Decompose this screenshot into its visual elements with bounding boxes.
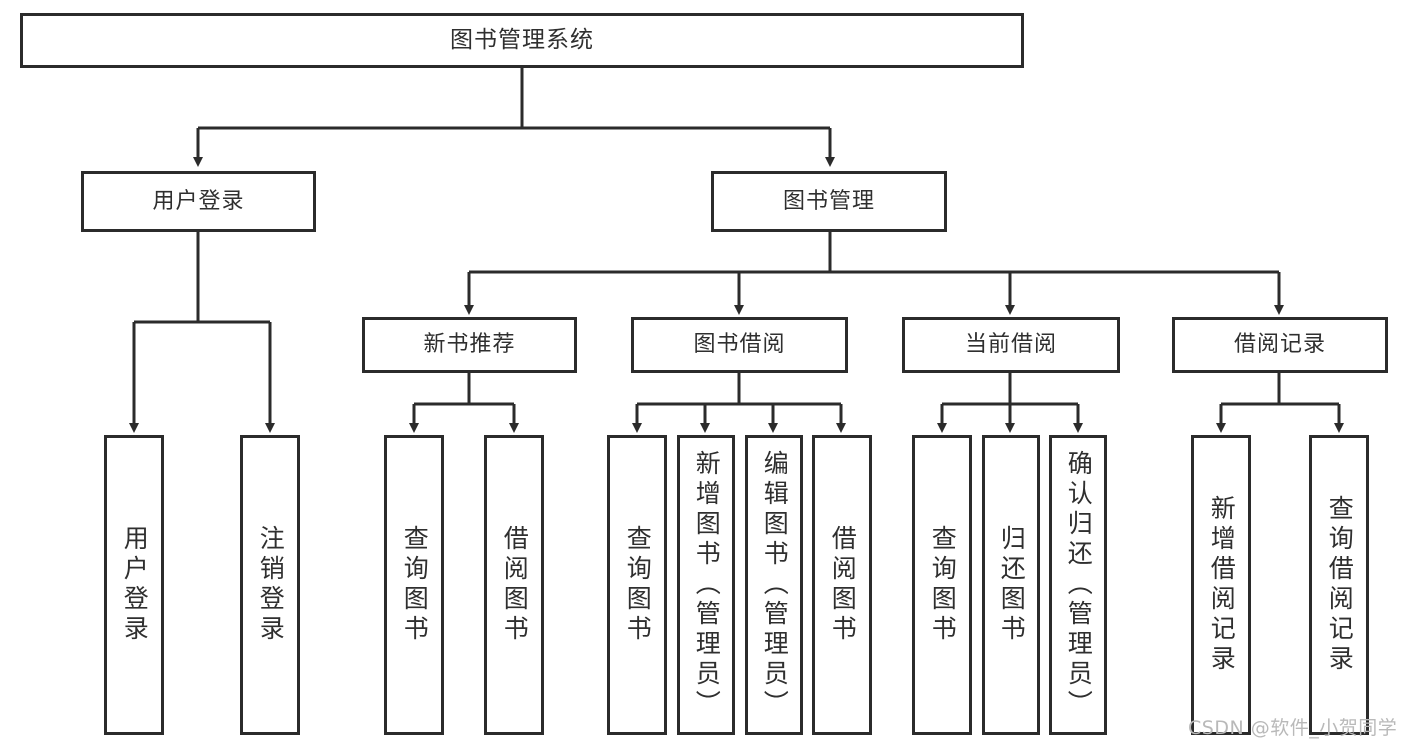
leaf-label: 新增借阅记录 bbox=[1207, 495, 1237, 675]
node-label: 借阅记录 bbox=[1233, 332, 1326, 358]
node-label: 图书借阅 bbox=[693, 332, 786, 358]
leaf-label: 借阅图书 bbox=[828, 525, 858, 645]
leaf-query-book-current[interactable]: 查询图书 bbox=[912, 435, 972, 735]
node-new-book-recommend[interactable]: 新书推荐 bbox=[362, 317, 577, 373]
node-current-borrow[interactable]: 当前借阅 bbox=[902, 317, 1120, 373]
node-label: 用户登录 bbox=[152, 188, 245, 214]
leaf-label: 查询图书 bbox=[400, 525, 430, 645]
leaf-add-borrow-record[interactable]: 新增借阅记录 bbox=[1191, 435, 1251, 735]
leaf-label: 注销登录 bbox=[256, 525, 286, 645]
leaf-label: 新增图书（管理员） bbox=[692, 450, 722, 720]
leaf-borrow-book[interactable]: 借阅图书 bbox=[812, 435, 872, 735]
leaf-add-book-admin[interactable]: 新增图书（管理员） bbox=[677, 435, 735, 735]
leaf-query-book-recommend[interactable]: 查询图书 bbox=[384, 435, 444, 735]
node-book-borrow[interactable]: 图书借阅 bbox=[631, 317, 848, 373]
leaf-logout[interactable]: 注销登录 bbox=[240, 435, 300, 735]
node-user-login[interactable]: 用户登录 bbox=[81, 171, 316, 232]
node-label: 当前借阅 bbox=[964, 332, 1057, 358]
leaf-label: 用户登录 bbox=[120, 525, 150, 645]
leaf-label: 借阅图书 bbox=[500, 525, 530, 645]
leaf-label: 编辑图书（管理员） bbox=[760, 450, 790, 720]
node-book-management[interactable]: 图书管理 bbox=[711, 171, 947, 232]
leaf-label: 确认归还（管理员） bbox=[1064, 450, 1094, 720]
leaf-confirm-return-admin[interactable]: 确认归还（管理员） bbox=[1049, 435, 1107, 735]
node-borrow-record[interactable]: 借阅记录 bbox=[1172, 317, 1388, 373]
leaf-query-borrow-record[interactable]: 查询借阅记录 bbox=[1309, 435, 1369, 735]
leaf-query-book-borrow[interactable]: 查询图书 bbox=[607, 435, 667, 735]
leaf-edit-book-admin[interactable]: 编辑图书（管理员） bbox=[745, 435, 803, 735]
leaf-borrow-book-recommend[interactable]: 借阅图书 bbox=[484, 435, 544, 735]
leaf-return-book[interactable]: 归还图书 bbox=[982, 435, 1040, 735]
watermark-text: CSDN @软件_小贺同学 bbox=[1188, 717, 1398, 739]
node-label: 图书管理系统 bbox=[450, 27, 594, 54]
leaf-label: 查询借阅记录 bbox=[1325, 495, 1355, 675]
leaf-label: 查询图书 bbox=[928, 525, 958, 645]
leaf-label: 归还图书 bbox=[997, 525, 1027, 645]
leaf-label: 查询图书 bbox=[623, 525, 653, 645]
node-label: 图书管理 bbox=[782, 188, 875, 214]
node-root-system[interactable]: 图书管理系统 bbox=[20, 13, 1024, 68]
node-label: 新书推荐 bbox=[423, 332, 516, 358]
leaf-user-login[interactable]: 用户登录 bbox=[104, 435, 164, 735]
